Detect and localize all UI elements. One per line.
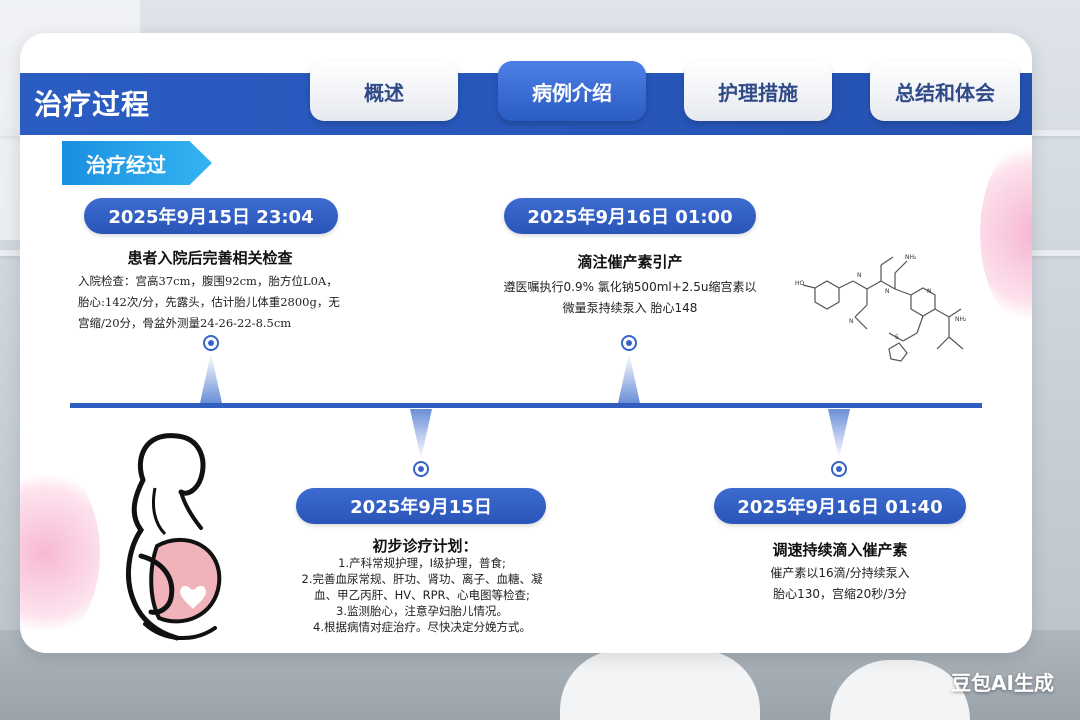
bg-person-coat xyxy=(560,650,760,720)
section-label: 治疗经过 xyxy=(62,141,212,185)
event-detail-line: 入院检查：宫高37cm，腹围92cm，胎方位L0A， xyxy=(78,271,378,292)
svg-text:N: N xyxy=(885,288,890,295)
pink-decoration xyxy=(20,463,100,643)
event-detail-line: 胎心:142次/分，先露头，估计胎儿体重2800g，无 xyxy=(78,292,378,313)
svg-text:S: S xyxy=(895,334,899,341)
main-card: 治疗过程 概述 病例介绍 护理措施 总结和体会 治疗经过 2025年9月15日 … xyxy=(20,33,1032,653)
ai-watermark: 豆包AI生成 xyxy=(951,667,1054,696)
event-detail-line: 遵医嘱执行0.9% 氯化钠500ml+2.5u缩宫素以 xyxy=(470,277,790,298)
svg-text:N: N xyxy=(849,318,854,325)
svg-text:HO: HO xyxy=(795,280,805,287)
event-detail: 1.产科常规护理，I级护理，普食; 2.完善血尿常规、肝功、肾功、离子、血糖、凝… xyxy=(272,555,572,635)
event-title: 调速持续滴入催产素 xyxy=(690,539,990,560)
event-date-pill: 2025年9月15日 23:04 xyxy=(84,198,338,234)
pregnant-woman-illustration-icon xyxy=(115,428,230,648)
event-date-pill: 2025年9月15日 xyxy=(296,488,546,524)
event-detail: 入院检查：宫高37cm，腹围92cm，胎方位L0A， 胎心:142次/分，先露头… xyxy=(78,271,378,334)
event-detail-line: 3.监测胎心，注意孕妇胎儿情况。 xyxy=(272,603,572,619)
timeline-connector xyxy=(828,409,850,459)
event-title: 患者入院后完善相关检查 xyxy=(60,247,360,268)
molecule-structure-icon: HO NH₂ N N N NH₂ N S xyxy=(795,233,975,363)
event-detail-line: 1.产科常规护理，I级护理，普食; xyxy=(272,555,572,571)
event-detail-line: 微量泵持续泵入 胎心148 xyxy=(470,298,790,319)
event-detail: 催产素以16滴/分持续泵入 胎心130，宫缩20秒/3分 xyxy=(690,563,990,605)
event-detail-line: 2.完善血尿常规、肝功、肾功、离子、血糖、凝 xyxy=(272,571,572,587)
timeline-marker xyxy=(203,335,219,351)
timeline-axis xyxy=(70,403,982,408)
svg-text:N: N xyxy=(927,288,932,295)
svg-text:N: N xyxy=(857,272,862,279)
event-title: 初步诊疗计划： xyxy=(350,535,500,556)
pink-decoration xyxy=(980,133,1032,333)
event-detail-line: 胎心130，宫缩20秒/3分 xyxy=(690,584,990,605)
tab-case-intro[interactable]: 病例介绍 xyxy=(498,61,646,121)
timeline-marker xyxy=(831,461,847,477)
event-date-pill: 2025年9月16日 01:00 xyxy=(504,198,756,234)
svg-text:NH₂: NH₂ xyxy=(955,316,967,323)
event-detail-line: 4.根据病情对症治疗。尽快决定分娩方式。 xyxy=(272,619,572,635)
timeline-marker xyxy=(621,335,637,351)
tab-nursing[interactable]: 护理措施 xyxy=(684,61,832,121)
event-title: 滴注催产素引产 xyxy=(480,251,780,272)
timeline-marker xyxy=(413,461,429,477)
timeline-connector xyxy=(410,409,432,459)
page-title: 治疗过程 xyxy=(34,83,150,123)
timeline-connector xyxy=(618,353,640,403)
tab-summary[interactable]: 总结和体会 xyxy=(870,61,1020,121)
event-detail-line: 宫缩/20分，骨盆外测量24-26-22-8.5cm xyxy=(78,313,378,334)
event-detail: 遵医嘱执行0.9% 氯化钠500ml+2.5u缩宫素以 微量泵持续泵入 胎心14… xyxy=(470,277,790,319)
svg-text:NH₂: NH₂ xyxy=(905,254,917,261)
tab-overview[interactable]: 概述 xyxy=(310,61,458,121)
event-date-pill: 2025年9月16日 01:40 xyxy=(714,488,966,524)
timeline-connector xyxy=(200,353,222,403)
event-detail-line: 催产素以16滴/分持续泵入 xyxy=(690,563,990,584)
event-detail-line: 血、甲乙丙肝、HV、RPR、心电图等检查; xyxy=(272,587,572,603)
